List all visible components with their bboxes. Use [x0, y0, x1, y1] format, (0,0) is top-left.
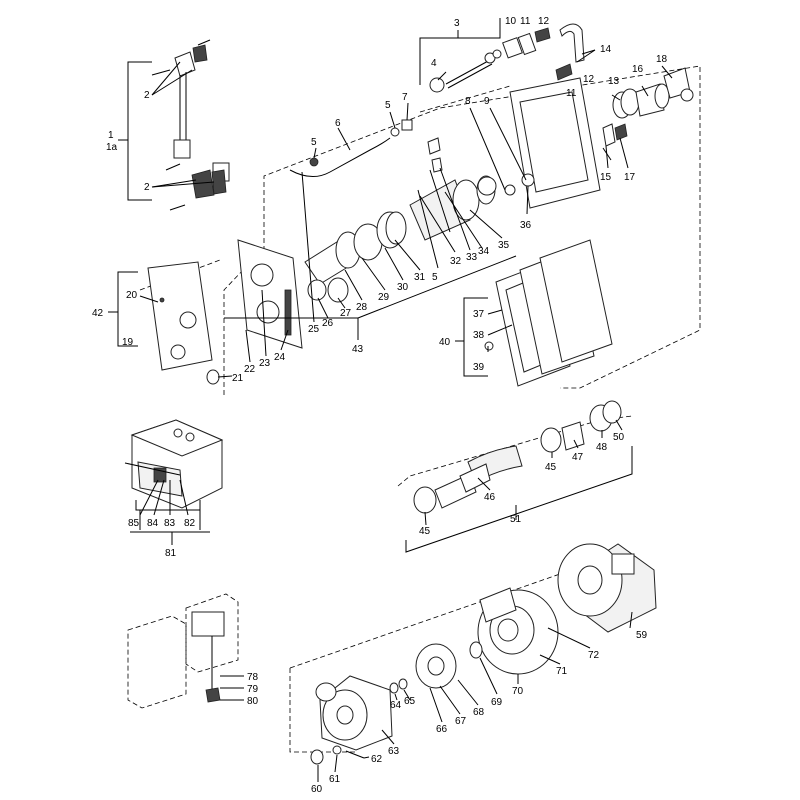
junction-boxes — [127, 593, 244, 709]
label-33: 33 — [466, 252, 478, 263]
label-61: 61 — [329, 774, 341, 785]
label-29: 29 — [378, 292, 390, 303]
label-8: 8 — [465, 96, 471, 107]
label-4: 4 — [431, 58, 437, 69]
label-59: 59 — [636, 630, 648, 641]
label-2a: 2 — [144, 90, 150, 101]
label-2b: 2 — [144, 182, 150, 193]
label-16: 16 — [632, 64, 644, 75]
label-85: 85 — [128, 518, 140, 529]
label-51: 51 — [510, 514, 522, 525]
label-69: 69 — [491, 697, 503, 708]
pump-motor-assembly — [289, 543, 657, 765]
label-5a: 5 — [385, 100, 391, 111]
label-45a: 45 — [545, 462, 557, 473]
label-10: 10 — [505, 16, 517, 27]
label-1a: 1a — [106, 142, 118, 153]
label-38: 38 — [473, 330, 485, 341]
label-25: 25 — [308, 324, 320, 335]
part-labels: 1 1a 2 2 3 4 5 5 5 6 7 8 9 10 11 11 12 1… — [92, 16, 668, 795]
label-72: 72 — [588, 650, 600, 661]
label-67: 67 — [455, 716, 467, 727]
label-20: 20 — [126, 290, 138, 301]
label-27: 27 — [340, 308, 352, 319]
label-64: 64 — [390, 700, 402, 711]
label-80: 80 — [247, 696, 259, 707]
label-79: 79 — [247, 684, 259, 695]
label-3: 3 — [454, 18, 460, 29]
label-1: 1 — [108, 130, 114, 141]
label-42: 42 — [92, 308, 104, 319]
label-7: 7 — [402, 92, 408, 103]
label-26: 26 — [322, 318, 334, 329]
label-47: 47 — [572, 452, 584, 463]
label-65: 65 — [404, 696, 416, 707]
label-31: 31 — [414, 272, 426, 283]
label-9: 9 — [484, 96, 490, 107]
label-30: 30 — [397, 282, 409, 293]
label-17: 17 — [624, 172, 636, 183]
label-40: 40 — [439, 337, 451, 348]
label-84: 84 — [147, 518, 159, 529]
label-28: 28 — [356, 302, 368, 313]
label-48: 48 — [596, 442, 608, 453]
control-box — [124, 419, 224, 545]
label-34: 34 — [478, 246, 490, 257]
label-39: 39 — [473, 362, 485, 373]
label-66: 66 — [436, 724, 448, 735]
label-70: 70 — [512, 686, 524, 697]
label-78: 78 — [247, 672, 259, 683]
label-5c: 5 — [432, 272, 438, 283]
label-46: 46 — [484, 492, 496, 503]
label-23: 23 — [259, 358, 271, 369]
label-21: 21 — [232, 373, 244, 384]
bolt-assembly — [419, 18, 596, 93]
label-11b: 11 — [566, 88, 577, 99]
leader-lines — [108, 65, 673, 782]
label-71: 71 — [556, 666, 568, 677]
label-13: 13 — [608, 76, 620, 87]
label-24: 24 — [274, 352, 286, 363]
label-62: 62 — [371, 754, 383, 765]
label-15: 15 — [600, 172, 612, 183]
label-37: 37 — [473, 309, 485, 320]
label-32: 32 — [450, 256, 462, 267]
bracket-assembly — [118, 39, 230, 211]
label-12a: 12 — [538, 16, 550, 27]
label-50: 50 — [613, 432, 625, 443]
pipe-fittings — [602, 67, 694, 161]
label-35: 35 — [498, 240, 510, 251]
label-11a: 11 — [520, 16, 531, 27]
label-12b: 12 — [583, 74, 595, 85]
label-43: 43 — [352, 344, 364, 355]
label-45b: 45 — [419, 526, 431, 537]
label-60: 60 — [311, 784, 323, 795]
label-6: 6 — [335, 118, 341, 129]
hose-assembly — [397, 400, 633, 553]
label-18: 18 — [656, 54, 668, 65]
label-36: 36 — [520, 220, 532, 231]
label-68: 68 — [473, 707, 485, 718]
label-5b: 5 — [311, 137, 317, 148]
label-63: 63 — [388, 746, 400, 757]
label-81: 81 — [165, 548, 177, 559]
label-82: 82 — [184, 518, 196, 529]
label-19: 19 — [122, 337, 134, 348]
label-83: 83 — [164, 518, 176, 529]
heater-assembly-box — [139, 65, 701, 395]
label-22: 22 — [244, 364, 256, 375]
label-14: 14 — [600, 44, 612, 55]
